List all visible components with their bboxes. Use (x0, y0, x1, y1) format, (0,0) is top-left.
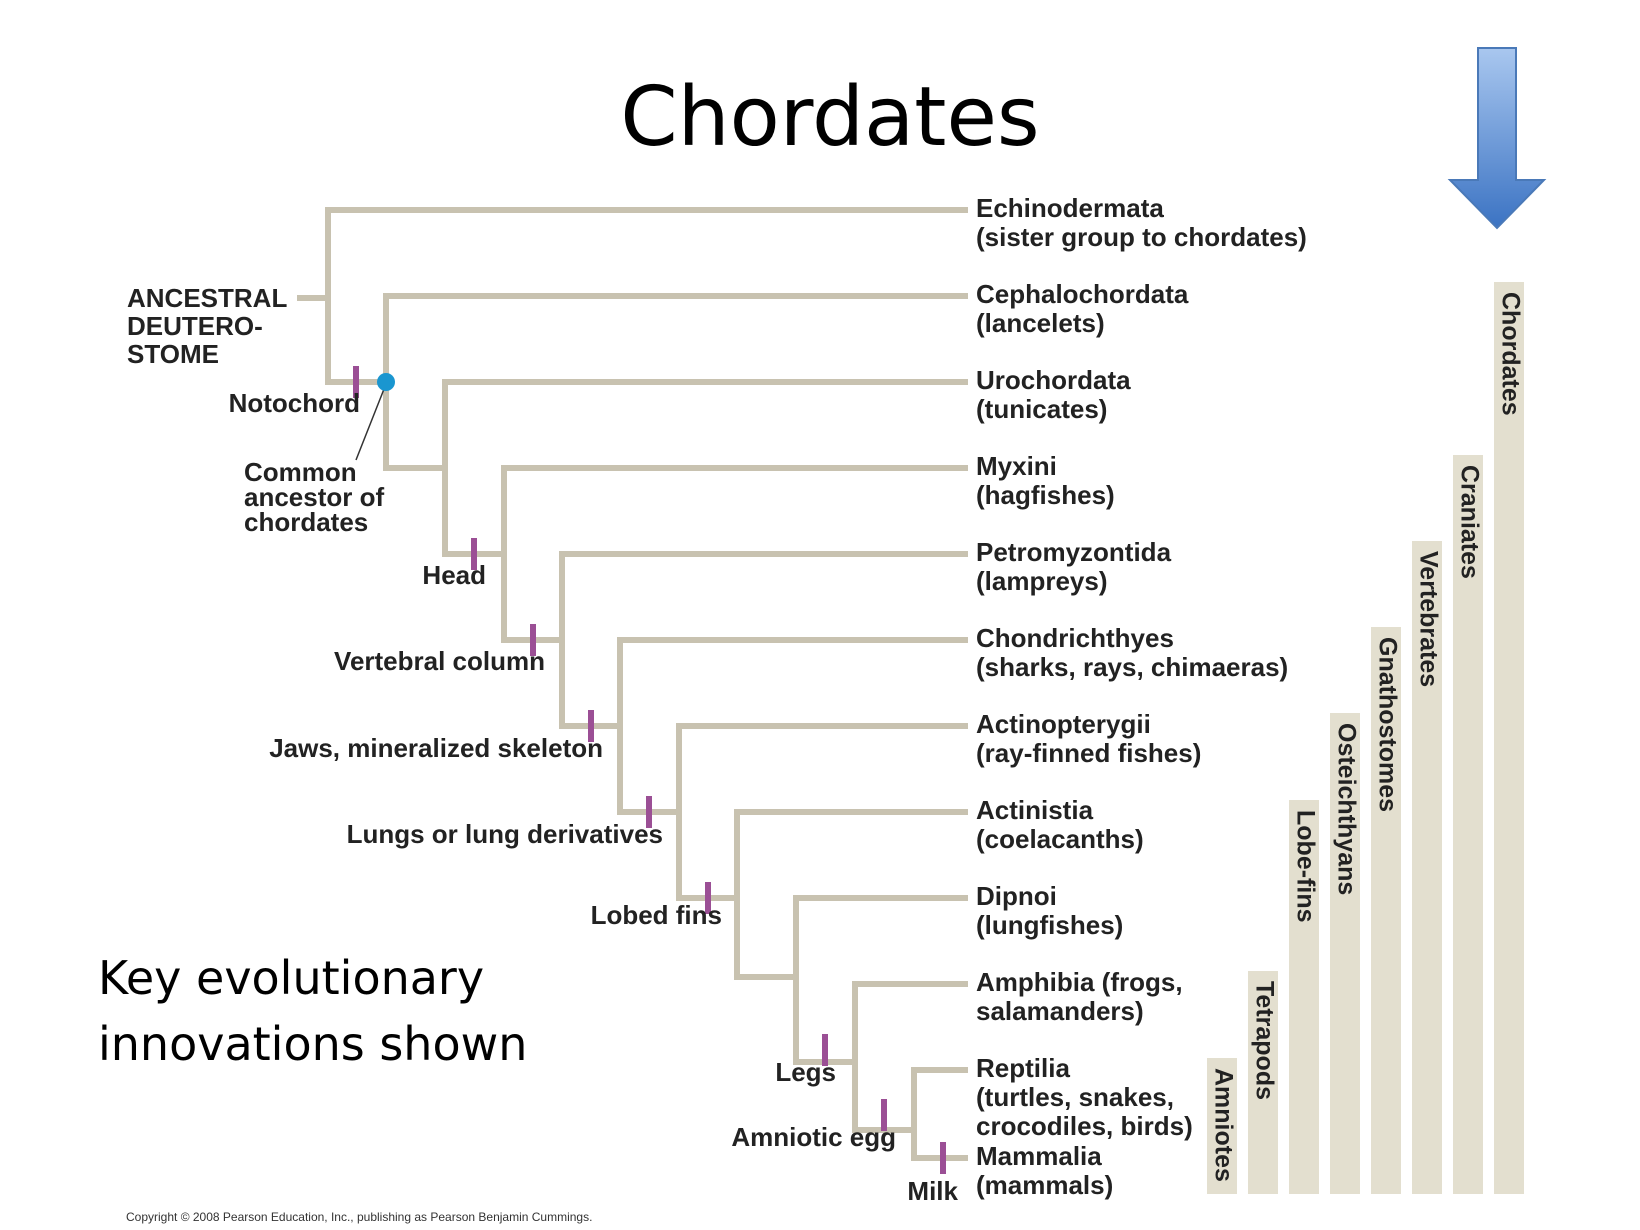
taxon-name: Petromyzontida (976, 537, 1172, 567)
clade-bar (1494, 282, 1524, 1194)
taxon-description: salamanders) (976, 996, 1144, 1026)
taxon-description: (lungfishes) (976, 910, 1123, 940)
innovation-marker (822, 1034, 828, 1066)
copyright-notice: Copyright © 2008 Pearson Education, Inc.… (126, 1210, 593, 1224)
ancestor-label: Common (244, 457, 357, 487)
taxon-label: Cephalochordata(lancelets) (976, 279, 1189, 338)
taxon-label: Actinopterygii(ray-finned fishes) (976, 709, 1201, 768)
innovation-label: Vertebral column (334, 646, 545, 676)
common-ancestor-dot (377, 373, 395, 391)
innovation-marker (353, 366, 359, 398)
taxon-description: (ray-finned fishes) (976, 738, 1201, 768)
clade-bar (1248, 971, 1278, 1194)
taxon-label: Actinistia(coelacanths) (976, 795, 1144, 854)
clade-bars: ChordatesCraniatesVertebratesGnathostome… (1207, 282, 1524, 1194)
clade-label: Osteichthyans (1332, 723, 1360, 895)
root-label: ANCESTRAL (127, 283, 287, 313)
caption-line: Key evolutionary (98, 951, 485, 1005)
taxon-description: (lampreys) (976, 566, 1108, 596)
taxon-name: Mammalia (976, 1141, 1102, 1171)
innovation-label: Milk (907, 1176, 958, 1206)
taxon-description: crocodiles, birds) (976, 1111, 1193, 1141)
taxon-description: (turtles, snakes, (976, 1082, 1174, 1112)
clade-label: Lobe-fins (1291, 810, 1319, 923)
innovation-label: Lungs or lung derivatives (347, 819, 663, 849)
ancestor-label: chordates (244, 507, 368, 537)
taxon-description: (lancelets) (976, 308, 1105, 338)
innovation-label: Lobed fins (591, 900, 722, 930)
clade-bar (1453, 455, 1483, 1194)
innovation-label: Head (422, 560, 486, 590)
innovation-marker (530, 624, 536, 656)
taxon-label: Petromyzontida(lampreys) (976, 537, 1172, 596)
clade-label: Vertebrates (1414, 551, 1442, 687)
ancestor-pointer (355, 383, 387, 461)
clade-bar (1289, 800, 1319, 1194)
innovation-marker (881, 1099, 887, 1131)
root-label: STOME (127, 339, 219, 369)
clade-bar (1371, 627, 1401, 1194)
taxon-label: Myxini(hagfishes) (976, 451, 1115, 510)
clade-label: Tetrapods (1250, 981, 1278, 1100)
innovation-marker (705, 882, 711, 914)
root-label: DEUTERO- (127, 311, 263, 341)
innovation-marker (940, 1142, 946, 1174)
taxon-description: (hagfishes) (976, 480, 1115, 510)
taxon-name: Myxini (976, 451, 1057, 481)
clade-label: Craniates (1455, 465, 1483, 579)
innovation-label: Jaws, mineralized skeleton (269, 733, 603, 763)
taxon-name: Actinistia (976, 795, 1094, 825)
clade-bar (1207, 1058, 1237, 1194)
taxon-description: (mammals) (976, 1170, 1113, 1200)
taxon-name: Urochordata (976, 365, 1131, 395)
taxon-label: Amphibia (frogs,salamanders) (976, 967, 1183, 1026)
taxon-label: Chondrichthyes(sharks, rays, chimaeras) (976, 623, 1288, 682)
innovation-label: Amniotic egg (731, 1122, 896, 1152)
clade-bar (1412, 541, 1442, 1194)
taxon-label: Dipnoi(lungfishes) (976, 881, 1123, 940)
caption-line: innovations shown (98, 1017, 528, 1071)
taxon-name: Chondrichthyes (976, 623, 1174, 653)
caption: Key evolutionary innovations shown (98, 945, 618, 1077)
slide-title: Chordates (620, 70, 1040, 165)
taxon-name: Reptilia (976, 1053, 1070, 1083)
taxon-label: Mammalia(mammals) (976, 1141, 1113, 1200)
clade-label: Chordates (1496, 292, 1524, 416)
innovation-label: Legs (775, 1057, 836, 1087)
taxon-label: Echinodermata(sister group to chordates) (976, 193, 1307, 252)
innovation-marker (646, 796, 652, 828)
taxon-description: (sharks, rays, chimaeras) (976, 652, 1288, 682)
taxon-label: Reptilia(turtles, snakes,crocodiles, bir… (976, 1053, 1193, 1141)
taxon-description: (coelacanths) (976, 824, 1144, 854)
taxon-name: Echinodermata (976, 193, 1164, 223)
taxon-description: (sister group to chordates) (976, 222, 1307, 252)
taxon-name: Cephalochordata (976, 279, 1189, 309)
innovation-marker (588, 710, 594, 742)
clade-label: Amniotes (1209, 1068, 1237, 1182)
clade-bar (1330, 713, 1360, 1194)
taxon-name: Actinopterygii (976, 709, 1151, 739)
innovation-label: Notochord (229, 388, 360, 418)
clade-label: Gnathostomes (1373, 637, 1401, 812)
taxon-description: (tunicates) (976, 394, 1107, 424)
innovation-marker (471, 538, 477, 570)
down-arrow-icon (1447, 47, 1547, 230)
innovation-markers (353, 366, 946, 1174)
ancestor-label: ancestor of (244, 482, 384, 512)
taxon-label: Urochordata(tunicates) (976, 365, 1131, 424)
taxon-name: Dipnoi (976, 881, 1057, 911)
taxon-name: Amphibia (frogs, (976, 967, 1183, 997)
